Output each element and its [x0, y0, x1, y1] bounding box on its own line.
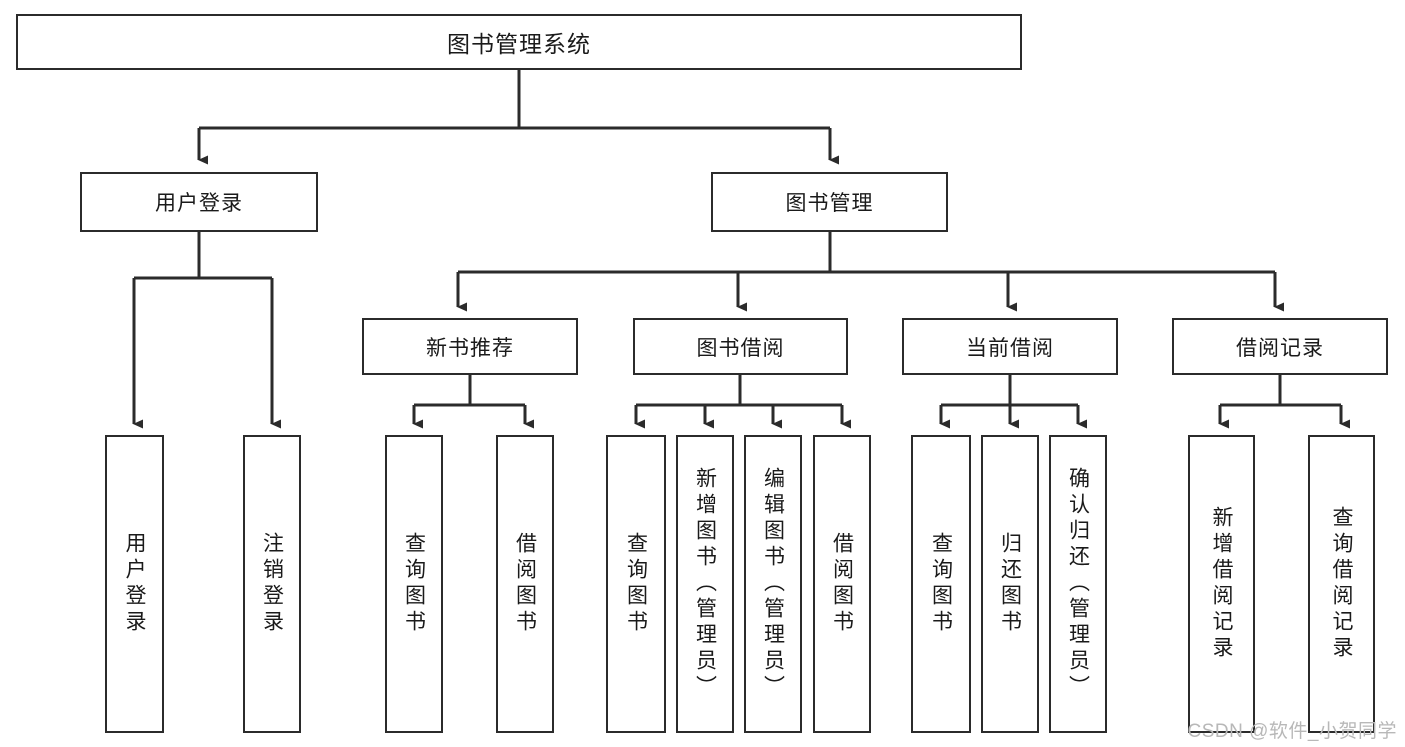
leaf-label: 新增借阅记录 — [1210, 506, 1233, 662]
node-book-borrow[interactable]: 图书借阅 — [633, 318, 848, 375]
leaf-book-borrow-add[interactable]: 新增图书（管理员） — [676, 435, 734, 733]
leaf-book-borrow-borrow[interactable]: 借阅图书 — [813, 435, 871, 733]
leaf-label: 确认归还（管理员） — [1066, 467, 1090, 701]
node-borrow-record[interactable]: 借阅记录 — [1172, 318, 1388, 375]
node-borrow-record-label: 借阅记录 — [1236, 336, 1324, 360]
leaf-user-login-logout[interactable]: 注销登录 — [243, 435, 301, 733]
leaf-label: 用户登录 — [123, 532, 146, 636]
node-book-borrow-label: 图书借阅 — [696, 336, 785, 360]
leaf-label: 编辑图书（管理员） — [761, 467, 785, 701]
leaf-label: 查询图书 — [929, 532, 953, 636]
node-book-management[interactable]: 图书管理 — [711, 172, 948, 232]
leaf-label: 借阅图书 — [513, 532, 537, 636]
node-user-login-label: 用户登录 — [155, 192, 243, 215]
node-new-book-recommend[interactable]: 新书推荐 — [362, 318, 578, 375]
leaf-label: 查询图书 — [402, 532, 426, 636]
node-book-management-label: 图书管理 — [785, 192, 874, 215]
leaf-new-book-query[interactable]: 查询图书 — [385, 435, 443, 733]
node-root-label: 图书管理系统 — [447, 31, 591, 57]
leaf-label: 注销登录 — [260, 532, 284, 636]
leaf-current-borrow-return[interactable]: 归还图书 — [981, 435, 1039, 733]
leaf-new-book-borrow[interactable]: 借阅图书 — [496, 435, 554, 733]
leaf-book-borrow-query[interactable]: 查询图书 — [606, 435, 666, 733]
leaf-label: 新增图书（管理员） — [693, 467, 717, 701]
leaf-label: 归还图书 — [998, 532, 1022, 636]
watermark: CSDN @软件_小贺同学 — [1187, 721, 1397, 742]
node-current-borrow[interactable]: 当前借阅 — [902, 318, 1118, 375]
leaf-current-borrow-confirm-return[interactable]: 确认归还（管理员） — [1049, 435, 1107, 733]
leaf-label: 查询图书 — [624, 532, 648, 636]
node-user-login[interactable]: 用户登录 — [80, 172, 318, 232]
node-current-borrow-label: 当前借阅 — [966, 336, 1054, 360]
leaf-book-borrow-edit[interactable]: 编辑图书（管理员） — [744, 435, 802, 733]
leaf-borrow-record-add[interactable]: 新增借阅记录 — [1188, 435, 1255, 733]
node-new-book-recommend-label: 新书推荐 — [426, 336, 514, 360]
leaf-current-borrow-query[interactable]: 查询图书 — [911, 435, 971, 733]
leaf-label: 查询借阅记录 — [1330, 506, 1353, 662]
leaf-borrow-record-query[interactable]: 查询借阅记录 — [1308, 435, 1375, 733]
leaf-label: 借阅图书 — [830, 532, 854, 636]
node-root-system[interactable]: 图书管理系统 — [16, 14, 1022, 70]
leaf-user-login-login[interactable]: 用户登录 — [105, 435, 164, 733]
